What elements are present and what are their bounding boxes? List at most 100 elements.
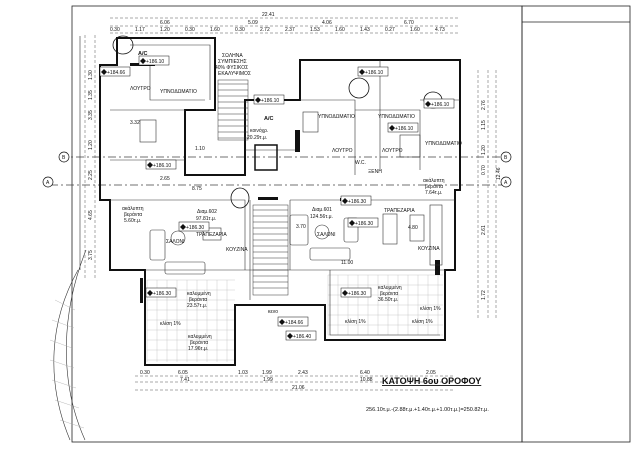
- dim-label: 4.80: [408, 225, 418, 231]
- room-lobby: κοινόχρ.: [250, 127, 268, 134]
- elevation-label: +186.10: [431, 102, 449, 108]
- dim-label: 1.30: [88, 70, 94, 80]
- dim-label: 1.53: [310, 27, 320, 33]
- elevation-box: [178, 221, 210, 232]
- dim-label: 6.40: [360, 370, 370, 376]
- elevation-box: [423, 98, 455, 109]
- veranda-label: βεράντα: [124, 211, 142, 218]
- dim-label: 3.75: [88, 250, 94, 260]
- dim-label: 1.15: [481, 120, 487, 130]
- dim-label: 6.06: [160, 20, 170, 26]
- elevation-box: [138, 55, 170, 66]
- elevation-box: [347, 217, 379, 228]
- room-storage: ΞΕΝΗ: [368, 169, 382, 175]
- dim-label: 1.99: [262, 370, 272, 376]
- room-bath: ΛΟΥΤΡΟ: [130, 86, 151, 92]
- elevation-label: +184.66: [285, 320, 303, 326]
- elevation-marker-icon: [342, 198, 348, 204]
- room-dining: ΤΡΑΠΕΖΑΡΙΑ: [196, 232, 227, 238]
- elevation-label: +186.30: [348, 199, 366, 205]
- elevation-box: [340, 195, 372, 206]
- room-dining: ΤΡΑΠΕΖΑΡΙΑ: [384, 208, 415, 214]
- site-boundary: [53, 36, 87, 441]
- drawing-title: ΚΑΤΟΨΗ 6ου ΟΡΟΦΟΥ: [382, 376, 481, 386]
- veranda-label: καλυμμένη: [188, 333, 212, 340]
- ac-label: A/C: [138, 51, 148, 57]
- elevation-marker-icon: [180, 224, 186, 230]
- dim-label: 12.46: [496, 167, 502, 180]
- dim-label: 1.35: [88, 90, 94, 100]
- staircase: [217, 79, 289, 296]
- dim-label: 3.70: [296, 224, 306, 230]
- room-kitchen: ΚΟΥΖΙΝΑ: [418, 246, 440, 252]
- dim-label: 4.73: [435, 27, 445, 33]
- elevation-box: [145, 287, 177, 298]
- dim-label: 4.65: [88, 210, 94, 220]
- dim-label: 10.88: [360, 377, 373, 383]
- dim-label: 8.75: [192, 186, 202, 192]
- dim-label: 5.09: [248, 20, 258, 26]
- dim-label: 0.30: [140, 370, 150, 376]
- veranda-label: βεράντα: [425, 183, 443, 190]
- room-lobby-area: 20.29τ.μ.: [247, 135, 267, 141]
- elevation-label: +184.66: [107, 70, 125, 76]
- dim-label: 0.27: [385, 27, 395, 33]
- dim-label: 2.76: [481, 100, 487, 110]
- axis-markers: Α Α Β Β: [42, 151, 512, 188]
- dim-label: 1.99: [263, 377, 273, 383]
- dim-label: 2.05: [426, 370, 436, 376]
- veranda-area: 36.50τ.μ.: [378, 297, 398, 303]
- title-block-frame: [521, 5, 631, 443]
- terrace-tiles: [146, 274, 443, 362]
- pipe-note: 40% ΦΥΣΙΚΟΣ: [215, 65, 248, 71]
- room-labels: ΣΩΛΗΝΑ ΣΥΜΠΙΕΣΗΣ 40% ΦΥΣΙΚΟΣ ΕΚΑΛΥΨΙΜΟΣ …: [122, 51, 462, 352]
- veranda-label: καλυμμένη: [187, 290, 211, 297]
- walls: [99, 37, 461, 366]
- axis-label: Α: [46, 180, 50, 186]
- elevation-box: [99, 66, 131, 77]
- dim-label: 4.06: [322, 20, 332, 26]
- room-bedroom: ΥΠΝΟΔΩΜΑΤΙΟ: [378, 114, 415, 120]
- slope-label: κλίση 1%: [345, 319, 366, 325]
- veranda-label: βεράντα: [190, 339, 208, 346]
- veranda-area: 7.64τ.μ.: [425, 190, 442, 196]
- dim-label: 2.61: [481, 225, 487, 235]
- dim-label: 0.70: [481, 165, 487, 175]
- elevation-box: [387, 122, 419, 133]
- dim-label: 2.65: [160, 176, 170, 182]
- ac-label: A/C: [264, 116, 274, 122]
- elevation-marker-icon: [147, 162, 153, 168]
- elevation-label: +186.10: [153, 163, 171, 169]
- dim-label: 3.35: [88, 110, 94, 120]
- dim-label: 1.72: [481, 290, 487, 300]
- dim-label: 1.03: [238, 370, 248, 376]
- dim-label: 1.60: [410, 27, 420, 33]
- elevation-marker-icon: [359, 69, 365, 75]
- dim-label: 1.17: [135, 27, 145, 33]
- apartment-602-name: Διαμ.602: [197, 209, 217, 215]
- dim-bottom-total: 21.06: [292, 385, 305, 391]
- dim-label: 2.72: [260, 27, 270, 33]
- void-label: κενο: [268, 309, 278, 315]
- room-living: ΣΑΛΟΝΙ: [166, 239, 185, 245]
- slope-label: κλίση 1%: [420, 306, 441, 312]
- veranda-area: 5.60τ.μ.: [124, 218, 141, 224]
- room-bedroom: ΥΠΝΟΔΩΜΑΤΙΟ: [160, 89, 197, 95]
- elevation-label: +186.40: [293, 334, 311, 340]
- room-bedroom: ΥΠΝΟΔΩΜΑΤΙΟ: [318, 114, 355, 120]
- elevation-label: +186.30: [355, 221, 373, 227]
- elevation-marker-icon: [342, 290, 348, 296]
- side-dimensions: 1.301.353.351.202.254.653.75 2.761.151.2…: [84, 35, 502, 320]
- dim-label: 1.20: [160, 27, 170, 33]
- elevation-box: [145, 159, 177, 170]
- elevation-marker-icon: [147, 290, 153, 296]
- dim-label: 7.41: [180, 377, 190, 383]
- elevation-label: +186.10: [395, 126, 413, 132]
- room-kitchen: ΚΟΥΖΙΝΑ: [226, 247, 248, 253]
- room-bath: ΛΟΥΤΡΟ: [382, 148, 403, 154]
- elevation-marker-icon: [425, 101, 431, 107]
- elevation-label: +186.10: [261, 98, 279, 104]
- elevation-box: [285, 330, 317, 341]
